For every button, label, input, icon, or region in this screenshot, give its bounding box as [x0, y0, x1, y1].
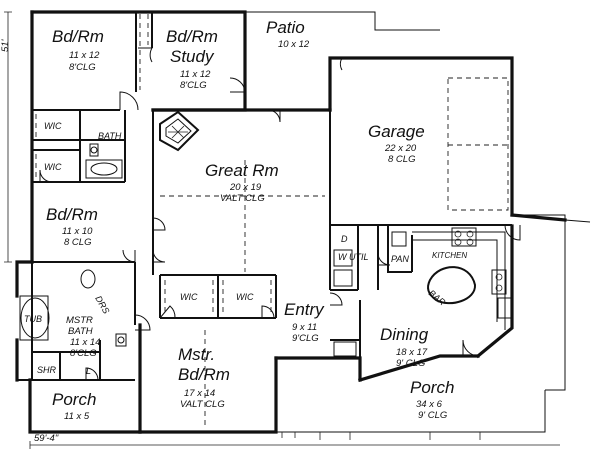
room-name: Bd/Rm — [52, 27, 104, 46]
room-name-line2: BATH — [68, 326, 93, 337]
room-ceiling: 9' CLG — [418, 410, 447, 421]
room-size: 18 x 17 — [396, 347, 428, 358]
garage-doors — [447, 77, 509, 211]
room-ceiling: 8 CLG — [388, 154, 415, 165]
width-dimension: 59'-4" — [34, 433, 59, 444]
bath-fixtures — [19, 143, 127, 347]
washer-label: W — [338, 252, 348, 262]
entry-closet — [333, 341, 357, 357]
room-size: 34 x 6 — [416, 399, 443, 410]
dresser-label: DRS — [93, 294, 111, 315]
room-size: 9 x 11 — [292, 322, 317, 333]
room-size: 11 x 12 — [180, 69, 211, 80]
room-size: 11 x 5 — [64, 411, 90, 422]
porch-east-outline — [512, 214, 566, 391]
bar-label: BAR — [427, 288, 448, 308]
room-master-bath: MSTR BATH 11 x 14 8'CLG — [66, 315, 100, 359]
closet-shelves — [35, 14, 272, 315]
door-swings — [39, 47, 521, 381]
laundry-fixtures — [333, 249, 353, 287]
room-size: 17 x 14 — [184, 388, 215, 399]
room-name: Bd/Rm — [46, 205, 98, 224]
room-size: 22 x 20 — [384, 143, 417, 154]
interior-walls — [17, 12, 512, 381]
utility-label: UTIL — [349, 252, 369, 262]
kitchen-fixtures — [391, 227, 513, 330]
room-great-room: Great Rm 20 x 19 VALT CLG — [205, 161, 279, 204]
room-name-line2: Study — [170, 47, 215, 66]
room-dining: Dining 18 x 17 9' CLG — [380, 325, 429, 369]
room-name: Dining — [380, 325, 429, 344]
wic-label-3: WIC — [180, 292, 198, 302]
room-name: Entry — [284, 300, 325, 319]
room-size: 11 x 10 — [62, 226, 93, 237]
room-name: Patio — [266, 18, 305, 37]
wic-label-4: WIC — [236, 292, 254, 302]
room-ceiling: 9' CLG — [396, 358, 425, 369]
room-name: Garage — [368, 122, 425, 141]
porch-front-outline — [276, 390, 546, 433]
room-bedroom-w: Bd/Rm 11 x 10 8 CLG — [46, 205, 98, 248]
room-name-line1: MSTR — [66, 315, 93, 326]
room-ceiling: VALT CLG — [180, 399, 225, 410]
kitchen-island — [427, 266, 477, 305]
room-ceiling: VALT CLG — [220, 193, 265, 204]
depth-dimension: 51' — [0, 38, 11, 52]
wic-label-1: WIC — [44, 121, 62, 131]
room-study: Bd/Rm Study 11 x 12 8'CLG — [166, 27, 218, 91]
room-size: 10 x 12 — [278, 39, 310, 50]
room-patio: Patio 10 x 12 — [266, 18, 310, 50]
room-size: 11 x 12 — [69, 50, 100, 61]
room-size: 20 x 19 — [229, 182, 262, 193]
room-ceiling: 8 CLG — [64, 237, 91, 248]
fireplace-icon — [159, 110, 200, 152]
linen-label: L — [86, 366, 91, 376]
exterior-walls — [15, 10, 567, 434]
room-name: Porch — [52, 390, 96, 409]
bath-label: BATH — [98, 131, 122, 141]
room-ceiling: 8'CLG — [180, 80, 207, 91]
patio-outline — [245, 11, 440, 31]
room-porch-sw: Porch 11 x 5 — [52, 390, 96, 422]
room-bedroom-nw: Bd/Rm 11 x 12 8'CLG — [52, 27, 104, 73]
dimension-lines — [4, 11, 560, 449]
tub-label: TUB — [24, 314, 42, 324]
room-size: 11 x 14 — [70, 337, 100, 348]
room-name: Great Rm — [205, 161, 279, 180]
room-entry: Entry 9 x 11 9'CLG — [284, 300, 325, 344]
room-ceiling: 8'CLG — [69, 62, 96, 73]
room-name: Porch — [410, 378, 454, 397]
room-name-line1: Mstr. — [178, 345, 215, 364]
dryer-label: D — [341, 234, 348, 244]
room-name-line1: Bd/Rm — [166, 27, 218, 46]
room-kitchen-name: KITCHEN — [432, 251, 467, 260]
room-master-bedroom: Mstr. Bd/Rm 17 x 14 VALT CLG — [178, 345, 230, 410]
room-ceiling: 9'CLG — [292, 333, 319, 344]
room-porch-front: Porch 34 x 6 9' CLG — [410, 378, 454, 421]
wic-label-2: WIC — [44, 162, 62, 172]
shower-label: SHR — [37, 365, 57, 375]
room-ceiling: 8'CLG — [70, 348, 97, 359]
room-garage: Garage 22 x 20 8 CLG — [368, 122, 425, 165]
room-name-line2: Bd/Rm — [178, 365, 230, 384]
pantry-label: PAN — [391, 254, 409, 264]
